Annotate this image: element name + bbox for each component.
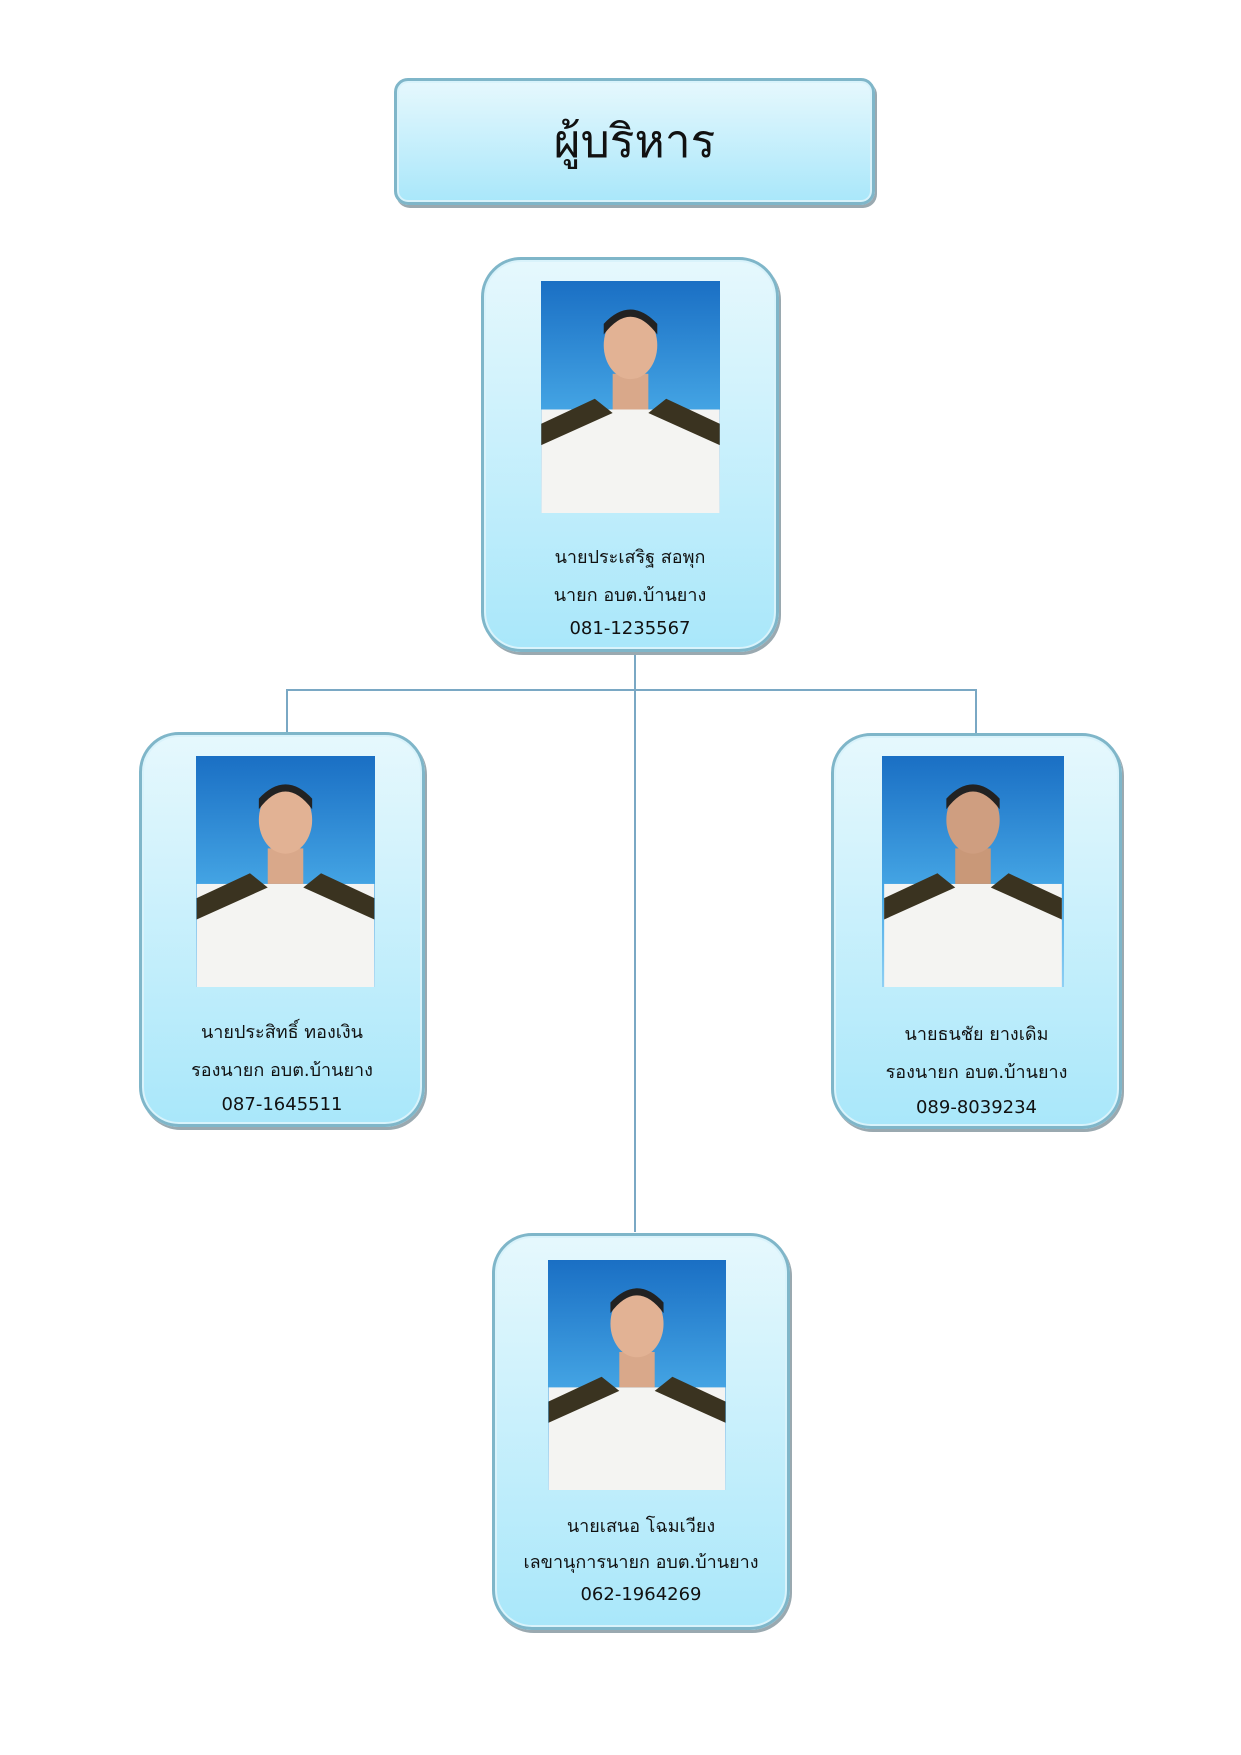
person-position: เลขานุการนายก อบต.บ้านยาง: [523, 1552, 759, 1573]
person-card-deputy-1: นายประสิทธิ์ ทองเงิน รองนายก อบต.บ้านยาง…: [139, 732, 425, 1127]
portrait-photo: [548, 1260, 726, 1490]
portrait-photo: [882, 756, 1064, 987]
person-name: นายเสนอ โฉมเวียง: [566, 1516, 716, 1537]
person-card-secretary: นายเสนอ โฉมเวียง เลขานุการนายก อบต.บ้านย…: [492, 1233, 790, 1630]
person-position: รองนายก อบต.บ้านยาง: [885, 1062, 1068, 1083]
portrait-photo: [541, 281, 720, 513]
person-name: นายประเสริฐ สอพุก: [554, 547, 706, 568]
person-card-mayor: นายประเสริฐ สอพุก นายก อบต.บ้านยาง 081-1…: [481, 257, 779, 652]
connector-line: [286, 689, 977, 691]
connector-line: [286, 689, 288, 733]
person-phone: 087-1645511: [221, 1094, 343, 1115]
connector-line: [975, 689, 977, 734]
person-phone: 062-1964269: [580, 1584, 702, 1605]
person-position: นายก อบต.บ้านยาง: [553, 585, 707, 606]
connector-line: [634, 652, 636, 1232]
person-phone: 081-1235567: [569, 618, 691, 639]
person-name: นายประสิทธิ์ ทองเงิน: [201, 1022, 363, 1043]
page-title: ผู้บริหาร: [394, 78, 875, 205]
portrait-photo: [196, 756, 375, 987]
person-phone: 089-8039234: [915, 1097, 1038, 1118]
person-card-deputy-2: นายธนชัย ยางเดิม รองนายก อบต.บ้านยาง 089…: [831, 733, 1122, 1129]
person-name: นายธนชัย ยางเดิม: [904, 1024, 1049, 1045]
person-position: รองนายก อบต.บ้านยาง: [191, 1060, 373, 1081]
